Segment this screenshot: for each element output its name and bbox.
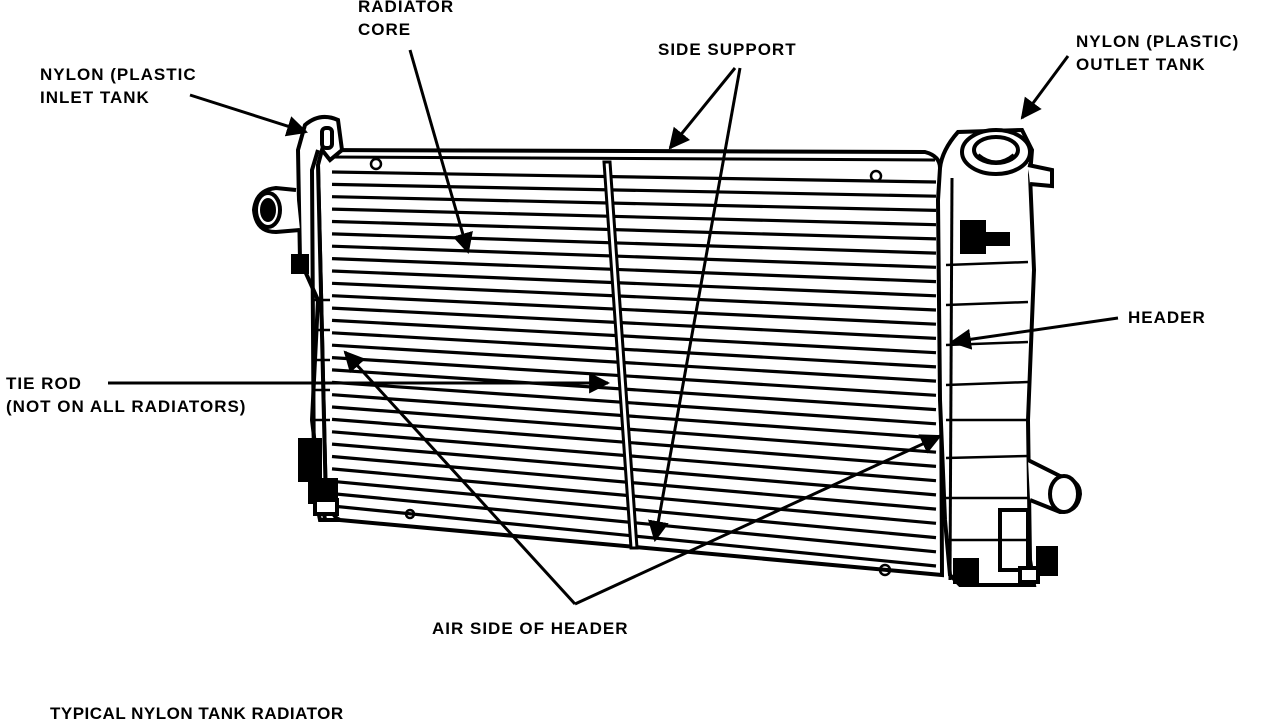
core-fin-tube — [331, 454, 937, 511]
core-fin-tube — [331, 244, 937, 269]
label-radiator-core-line2: CORE — [358, 20, 412, 39]
core-fin-tube — [331, 405, 937, 454]
core-fin-tube — [331, 442, 937, 497]
core-fin-tube — [331, 368, 937, 412]
label-outlet-tank-line1: NYLON (PLASTIC) — [1076, 32, 1240, 51]
inlet-tank-ribs — [314, 298, 330, 422]
label-header: HEADER — [1128, 308, 1206, 327]
outlet-tank — [935, 127, 1083, 587]
label-inlet-tank: NYLON (PLASTIC INLET TANK — [40, 63, 197, 109]
side-support-top — [325, 155, 936, 162]
core-fin-tube — [331, 393, 937, 440]
arrow-header — [949, 316, 1119, 350]
label-air-side-of-header: AIR SIDE OF HEADER — [432, 619, 629, 638]
core-fin-tube — [331, 343, 937, 383]
label-radiator-core: RADIATOR CORE — [358, 0, 454, 41]
core-fin-tube — [331, 430, 937, 483]
core-fin-tube — [331, 182, 937, 198]
arrow-outlet-tank — [1020, 55, 1070, 120]
label-inlet-tank-line1: NYLON (PLASTIC — [40, 65, 197, 84]
core-fin-tube — [331, 257, 937, 284]
arrow-inlet-tank — [189, 93, 309, 137]
label-tie-rod-line2: (NOT ON ALL RADIATORS) — [6, 397, 247, 416]
core-hole — [369, 157, 383, 171]
core-fin-tube — [331, 281, 937, 312]
arrow-air-side-left — [343, 350, 577, 606]
label-tie-rod: TIE ROD (NOT ON ALL RADIATORS) — [6, 372, 246, 418]
core-hole — [869, 169, 883, 183]
label-outlet-tank-line2: OUTLET TANK — [1076, 55, 1206, 74]
outlet-tank-ribs — [945, 260, 1029, 542]
inlet-tank — [251, 114, 345, 522]
arrow-radiator-core — [408, 49, 473, 255]
core-hole — [404, 508, 416, 520]
core-fin-tube — [331, 232, 937, 255]
label-outlet-tank: NYLON (PLASTIC) OUTLET TANK — [1076, 30, 1239, 76]
leader-lines — [108, 49, 1119, 606]
core-fin-tube — [331, 331, 937, 369]
core-fin-tube — [331, 417, 937, 468]
core-hole — [878, 563, 892, 577]
core-fin-tube — [331, 207, 937, 227]
label-tie-rod-line1: TIE ROD — [6, 374, 82, 393]
label-inlet-tank-line2: INLET TANK — [40, 88, 150, 107]
core-fin-tube — [331, 380, 937, 426]
core-fin-tube — [331, 356, 937, 397]
arrow-side-support-bar — [648, 67, 742, 543]
label-radiator-core-line1: RADIATOR — [358, 0, 455, 16]
core-fin-tube — [331, 219, 937, 241]
core-fin-tube — [331, 306, 937, 340]
core-fin-tube — [331, 269, 937, 298]
arrow-side-support-top — [668, 67, 737, 150]
label-side-support: SIDE SUPPORT — [658, 40, 797, 59]
core-fin-tube — [331, 294, 937, 326]
core-fin-tube — [331, 318, 937, 355]
core-fin-tube — [331, 195, 937, 212]
figure-caption: TYPICAL NYLON TANK RADIATOR — [50, 704, 344, 723]
arrow-air-side-right — [574, 434, 942, 606]
center-tie-bar — [602, 160, 639, 550]
core-fin-tube — [331, 170, 937, 184]
